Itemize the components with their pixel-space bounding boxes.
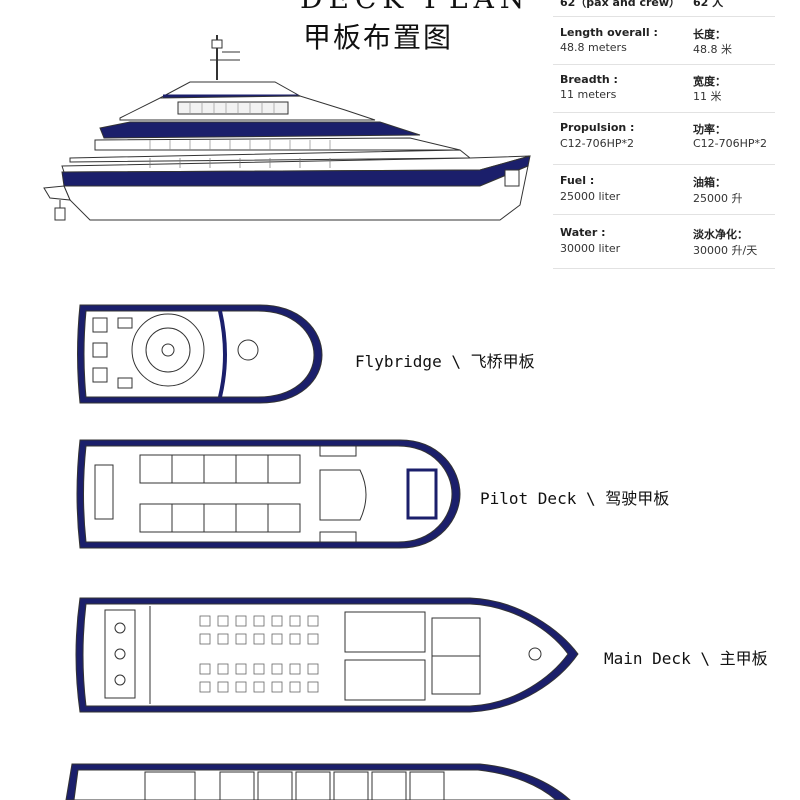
spec-row-breadth: Breadth : 11 meters 宽度： 11 米 <box>553 64 775 113</box>
page-title-cn: 甲板布置图 <box>303 21 454 54</box>
spec-value: C12-706HP*2 <box>560 137 635 150</box>
deck-label-main-deck: Main Deck \ 主甲板 <box>604 649 768 668</box>
deck-label-pilot-deck: Pilot Deck \ 驾驶甲板 <box>480 489 670 508</box>
pilot-deck-plan <box>76 439 461 549</box>
spec-label-cn: 淡水净化： <box>693 228 748 241</box>
spec-value-cn: 30000 升/天 <box>693 244 758 257</box>
spec-label-cn: 油箱： <box>693 176 726 189</box>
yacht-side-profile <box>43 35 531 221</box>
spec-value-cn: 11 米 <box>693 90 722 103</box>
deck-label-flybridge: Flybridge \ 飞桥甲板 <box>355 352 535 371</box>
spec-value: 30000 liter <box>560 242 621 255</box>
spec-row-capacity: 62（pax and crew） 62 人 <box>553 0 775 17</box>
main-deck-plan <box>75 597 579 713</box>
spec-label: Length overall : <box>560 26 658 39</box>
lower-deck-plan <box>65 763 571 800</box>
flybridge-plan <box>77 304 323 404</box>
page-title-en: DECK PLAN <box>300 0 530 15</box>
spec-label: Water : <box>560 226 606 239</box>
spec-value: 48.8 meters <box>560 41 627 54</box>
spec-label: Breadth : <box>560 73 618 86</box>
spec-value-cn: 48.8 米 <box>693 43 732 56</box>
spec-label-cn: 宽度： <box>693 75 726 88</box>
spec-value-cn: C12-706HP*2 <box>693 137 768 150</box>
spec-value: 11 meters <box>560 88 617 101</box>
spec-label-cn: 功率： <box>693 123 726 136</box>
spec-row-propulsion: Propulsion : C12-706HP*2 功率： C12-706HP*2 <box>553 112 775 165</box>
spec-row-fuel: Fuel : 25000 liter 油箱： 25000 升 <box>553 164 775 215</box>
spec-label-cn: 长度： <box>693 28 726 41</box>
spec-label: Fuel : <box>560 174 595 187</box>
spec-row-water: Water : 30000 liter 淡水净化： 30000 升/天 <box>553 214 775 269</box>
spec-value: 25000 liter <box>560 190 621 203</box>
spec-row-length: Length overall : 48.8 meters 长度： 48.8 米 <box>553 16 775 65</box>
spec-label: Propulsion : <box>560 121 635 134</box>
spec-label: 62（pax and crew） <box>560 0 681 9</box>
spec-value-cn: 25000 升 <box>693 192 743 205</box>
spec-label-cn: 62 人 <box>693 0 724 9</box>
